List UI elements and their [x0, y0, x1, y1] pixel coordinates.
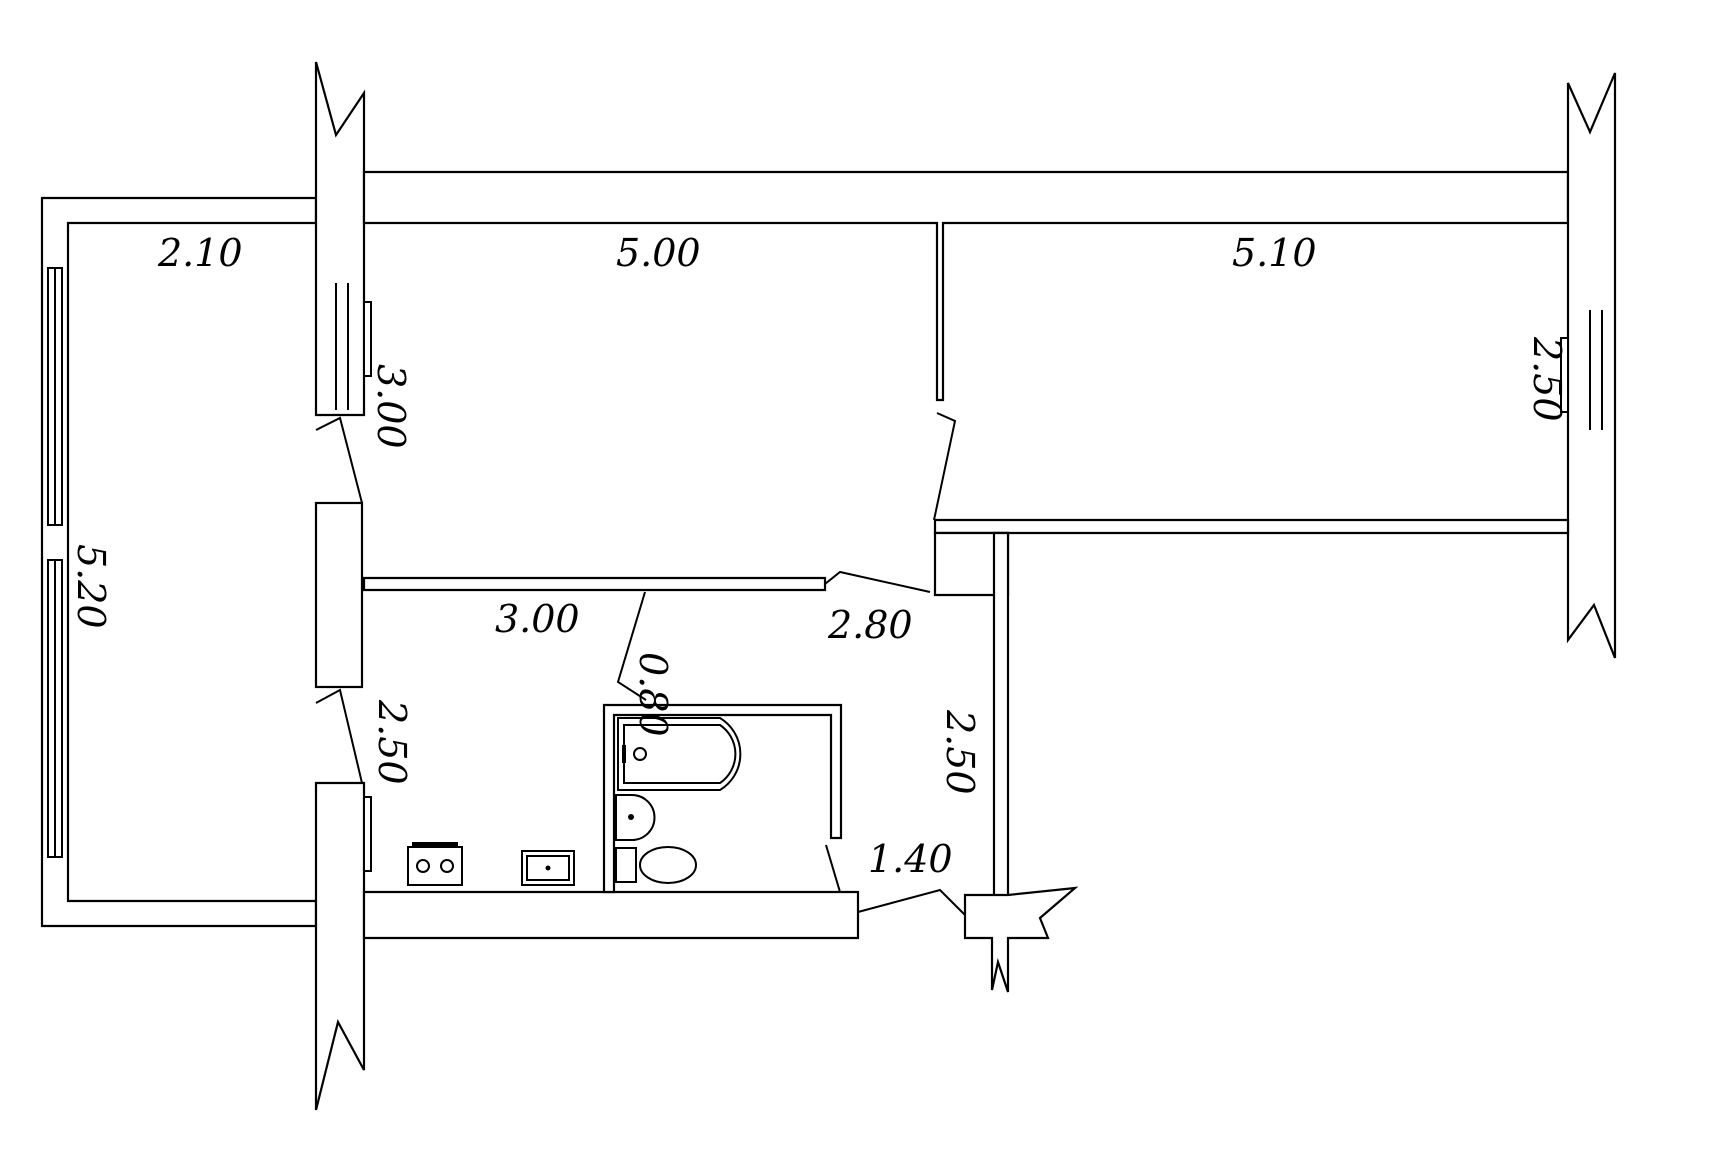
washbasin-drain — [628, 814, 634, 820]
kitchen-fixtures — [407, 842, 575, 886]
exterior-wall-right — [1560, 72, 1617, 659]
dim-room-right-width: 5.10 — [1232, 231, 1317, 275]
door-right-room — [933, 412, 957, 521]
door-bathroom — [825, 844, 841, 893]
window-radiator-kitchen — [363, 796, 372, 872]
wall-right-room-bottom — [933, 518, 1570, 535]
dim-room-left-width: 5.00 — [616, 231, 701, 275]
dim-hall-depth: 2.50 — [938, 709, 982, 795]
window-radiator-right-room — [1560, 310, 1603, 430]
dim-room-right-depth: 2.50 — [1525, 336, 1569, 422]
stove — [407, 842, 463, 886]
bathtub-inner — [623, 724, 737, 784]
top-wall — [362, 170, 1570, 402]
kitchen-sink — [521, 850, 575, 886]
door-balcony-upper — [315, 416, 363, 504]
dim-room-left-depth: 3.00 — [369, 364, 413, 449]
bottom-wall — [362, 890, 860, 940]
bathroom — [602, 703, 843, 894]
bathroom-wall — [602, 703, 843, 894]
interior-walls — [362, 518, 1570, 993]
left-wall-pier — [314, 501, 364, 689]
toilet-tank — [615, 847, 637, 883]
dim-kitchen-depth: 2.50 — [370, 699, 414, 785]
dim-balcony-length: 5.20 — [69, 544, 113, 629]
bathtub — [617, 717, 742, 791]
left-wall-upper — [314, 61, 366, 417]
entry-wall — [963, 886, 1079, 993]
right-wall — [1566, 72, 1617, 659]
washbasin — [615, 794, 656, 841]
toilet-bowl — [639, 846, 697, 884]
dim-kitchen-width: 3.00 — [495, 597, 580, 641]
bathtub-drain — [633, 747, 647, 761]
door-kitchen — [616, 591, 647, 701]
left-wall-lower — [314, 781, 366, 1111]
doors — [315, 412, 966, 916]
door-entry — [857, 888, 966, 916]
balcony — [40, 196, 318, 928]
door-left-room — [824, 570, 931, 593]
dim-hall-width: 2.80 — [827, 603, 913, 647]
window-radiator-left-room — [335, 283, 372, 410]
bathtub-faucet — [622, 745, 626, 763]
hall-right-wall — [992, 531, 1010, 905]
dimension-labels: 2.10 5.20 5.00 3.00 5.10 2.50 3.00 2.50 … — [69, 231, 1569, 881]
dim-door-width: 0.80 — [631, 652, 675, 737]
dim-balcony-width: 2.10 — [157, 231, 243, 275]
exterior-wall-left — [314, 61, 372, 1111]
door-balcony-lower — [315, 688, 363, 784]
wall-between-rooms-and-hall — [362, 576, 827, 592]
dim-entry-width: 1.40 — [868, 837, 953, 881]
exterior-wall-top — [362, 170, 1570, 402]
